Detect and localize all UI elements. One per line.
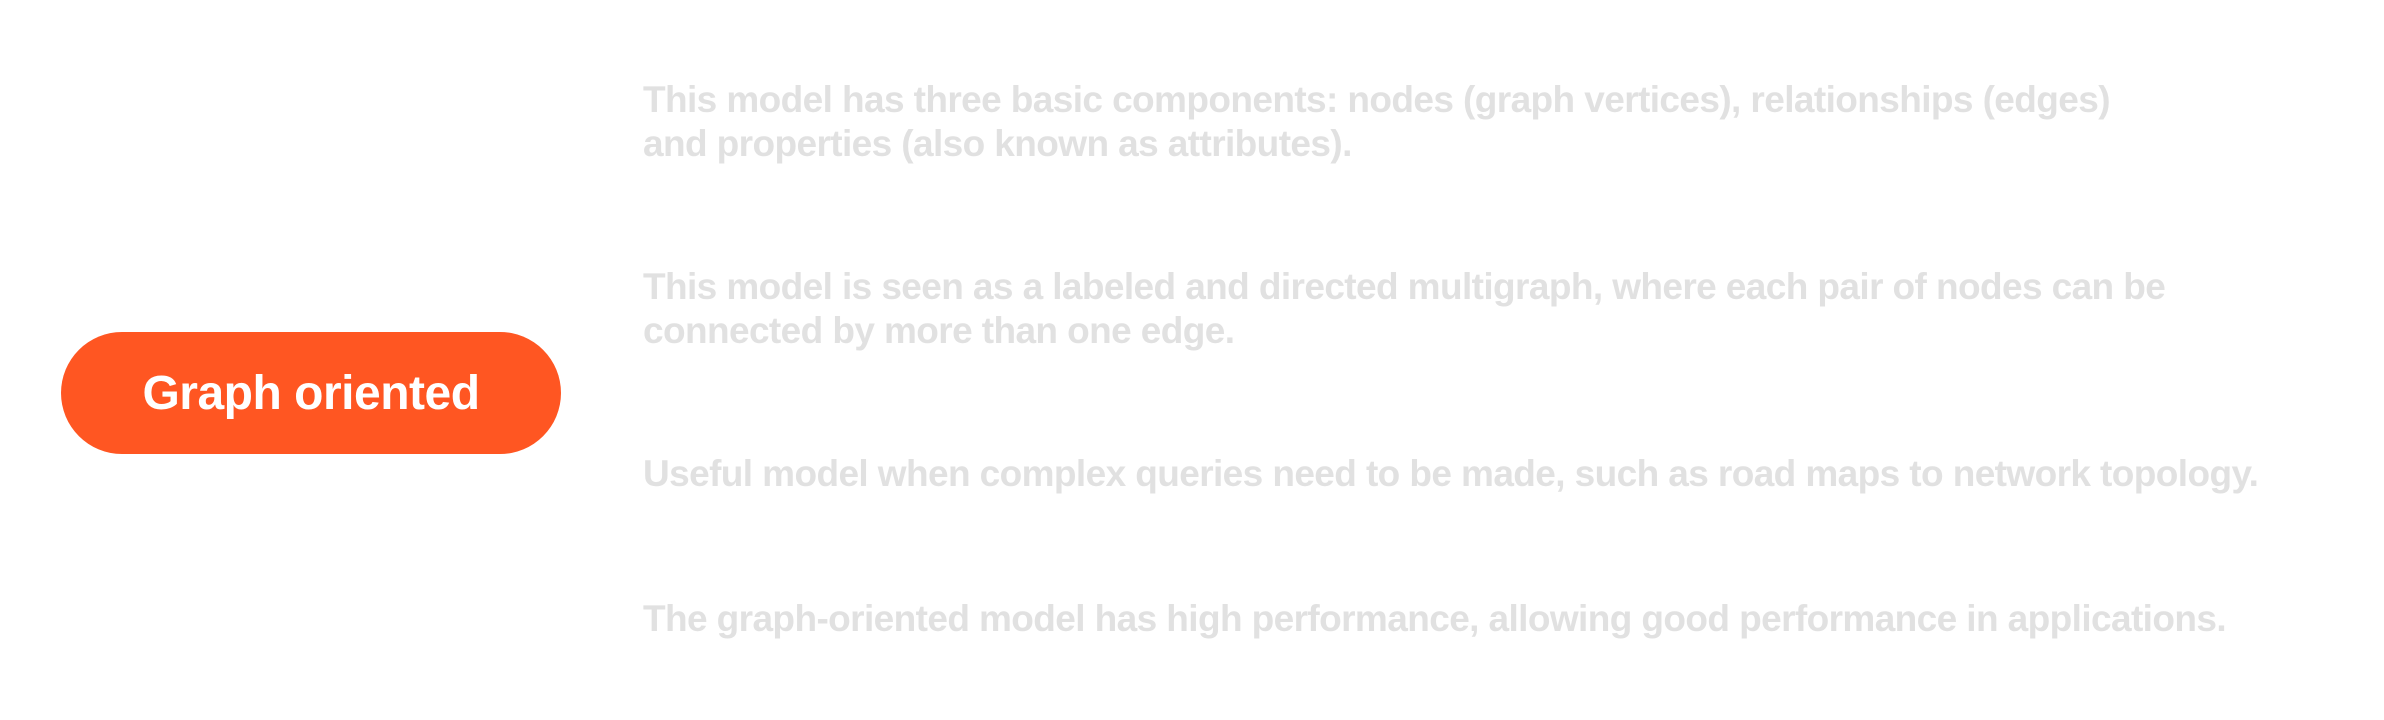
topic-badge: Graph oriented	[61, 332, 561, 454]
statement-multigraph: This model is seen as a labeled and dire…	[643, 266, 2166, 351]
statement-use-cases: Useful model when complex queries need t…	[643, 453, 2259, 494]
topic-label: Graph oriented	[142, 366, 480, 420]
statement-components: This model has three basic components: n…	[643, 79, 2111, 164]
statement-performance: The graph-oriented model has high perfor…	[643, 598, 2227, 639]
